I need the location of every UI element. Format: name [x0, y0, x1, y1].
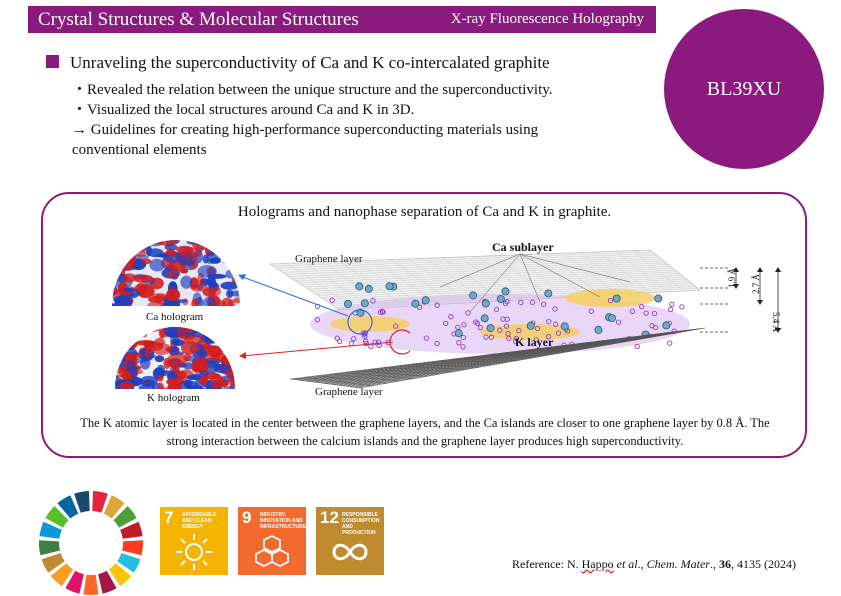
sun-icon [174, 532, 214, 572]
dim-5-4-label: 5.4 Å [771, 312, 781, 332]
graphene-bottom-label: Graphene layer [315, 386, 383, 398]
headline: Unraveling the superconductivity of Ca a… [70, 53, 550, 73]
sdg-9-tile: 9 INDUSTRY, INNOVATION AND INFRASTRUCTUR… [238, 507, 306, 575]
reference-sep: ., [710, 557, 719, 571]
key-points: ・Revealed the relation between the uniqu… [72, 80, 632, 160]
sdg-7-number: 7 [164, 508, 173, 528]
graphene-top-label: Graphene layer [295, 253, 363, 265]
sdg-9-text: INDUSTRY, INNOVATION AND INFRASTRUCTURE [260, 512, 304, 530]
point-1: ・Revealed the relation between the uniqu… [72, 80, 632, 100]
point-3: → Guidelines for creating high-performan… [72, 120, 632, 140]
reference-prefix: Reference: N. [512, 557, 582, 571]
k-hologram-label: K hologram [147, 392, 200, 404]
figure-caption: The K atomic layer is located in the cen… [70, 414, 780, 450]
point-2: ・Visualized the local structures around … [72, 100, 632, 120]
reference-author: Happo [582, 557, 614, 571]
point-4: conventional elements [72, 140, 632, 160]
reference-volume: 36 [719, 557, 731, 571]
sdg-7-tile: 7 AFFORDABLE AND CLEAN ENERGY [160, 507, 228, 575]
bullet-square-icon [46, 55, 59, 68]
dim-1-9-label: 1.9 Å [727, 268, 737, 288]
sdg-12-number: 12 [320, 508, 339, 528]
ca-pointer-lines [430, 252, 690, 332]
reference-mid: ., [638, 557, 647, 571]
reference: Reference: N. Happo et al., Chem. Mater.… [512, 557, 796, 572]
k-layer-label: K layer [515, 335, 553, 350]
header-title: Crystal Structures & Molecular Structure… [38, 9, 359, 31]
sdg-9-number: 9 [242, 508, 251, 528]
reference-etal: et al [614, 557, 638, 571]
beamline-badge: BL39XU [664, 9, 824, 169]
k-hologram-image [113, 325, 237, 391]
sdg-7-text: AFFORDABLE AND CLEAN ENERGY [182, 512, 226, 530]
infinity-icon [330, 532, 370, 572]
hologram-arrows [230, 270, 410, 370]
ca-hologram-image [110, 236, 242, 308]
reference-journal: Chem. Mater [647, 557, 710, 571]
header-subtitle: X-ray Fluorescence Holography [451, 11, 644, 28]
figure-title: Holograms and nanophase separation of Ca… [0, 204, 841, 221]
sdg-12-tile: 12 RESPONSIBLE CONSUMPTION AND PRODUCTIO… [316, 507, 384, 575]
ca-hologram-label: Ca hologram [146, 311, 203, 323]
header-bar: Crystal Structures & Molecular Structure… [28, 6, 656, 33]
dim-2-7-label: 2.7 Å [751, 274, 761, 294]
sdg-wheel-icon [38, 490, 144, 596]
reference-rest: , 4135 (2024) [731, 557, 796, 571]
cubes-icon [252, 532, 292, 572]
